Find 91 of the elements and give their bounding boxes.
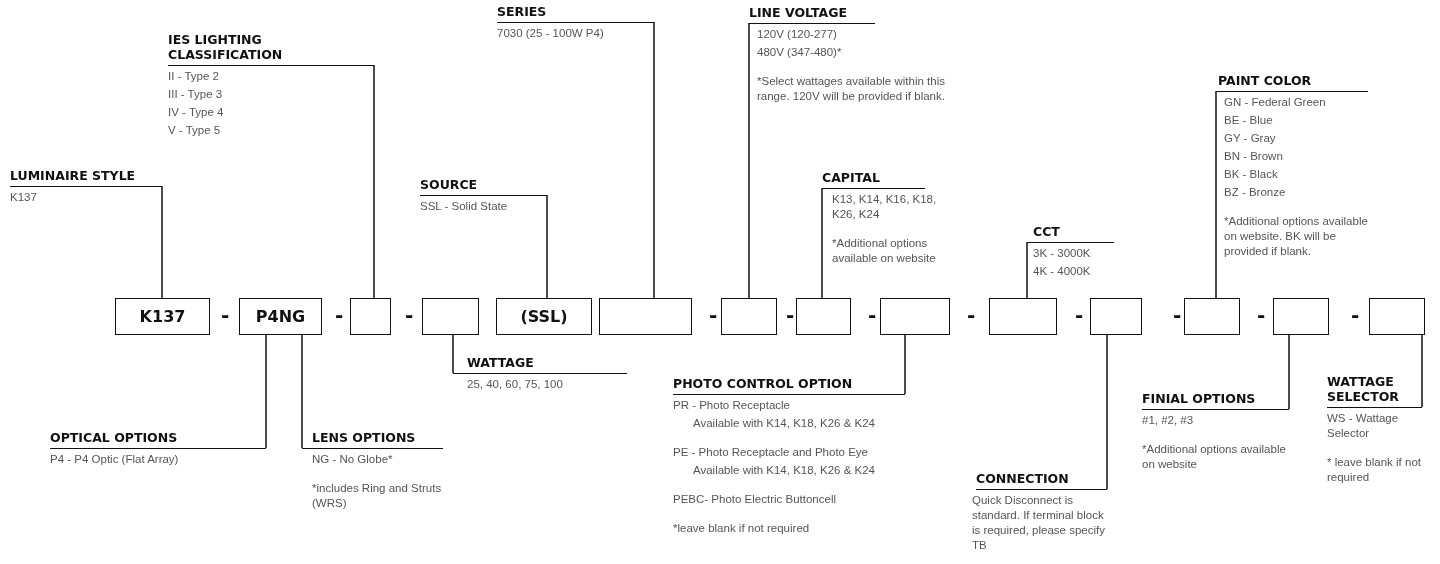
callout-heading: PHOTO CONTROL OPTION bbox=[673, 376, 905, 395]
empty-code-box bbox=[989, 298, 1057, 335]
callout-heading: LUMINAIRE STYLE bbox=[10, 168, 162, 187]
option-text: P4 - P4 Optic (Flat Array) bbox=[50, 452, 180, 467]
callout-heading: FINIAL OPTIONS bbox=[1142, 391, 1289, 410]
callout-heading: WATTAGE SELECTOR bbox=[1327, 374, 1422, 408]
separator-dash: - bbox=[868, 303, 877, 327]
callout-heading: OPTICAL OPTIONS bbox=[50, 430, 266, 449]
leader-line bbox=[1421, 334, 1423, 408]
code-box: K137 bbox=[115, 298, 210, 335]
leader-line bbox=[1288, 334, 1290, 410]
callout-heading: LINE VOLTAGE bbox=[749, 5, 875, 24]
leader-line bbox=[161, 185, 163, 299]
leader-line bbox=[1026, 241, 1028, 299]
option-text: *Additional options available on website. BK will be provided if blank. bbox=[1223, 214, 1369, 259]
option-text: *Additional options available on website bbox=[1142, 442, 1287, 472]
option-text: WS - Wattage Selector bbox=[1327, 411, 1400, 441]
option-text: *Additional options available on website bbox=[831, 236, 937, 266]
option-text: #1, #2, #3 bbox=[1142, 413, 1195, 428]
callout-heading: PAINT COLOR bbox=[1216, 73, 1368, 92]
leader-line bbox=[265, 334, 267, 449]
empty-code-box bbox=[1184, 298, 1240, 335]
separator-dash: - bbox=[786, 303, 795, 327]
callout-heading: LENS OPTIONS bbox=[302, 430, 443, 449]
option-text: III - Type 3 bbox=[168, 87, 224, 102]
separator-dash: - bbox=[709, 303, 718, 327]
separator-dash: - bbox=[1351, 303, 1360, 327]
option-text: PEBC- Photo Electric Buttoncell bbox=[673, 492, 837, 507]
option-text: 480V (347-480)* bbox=[756, 45, 843, 60]
leader-line bbox=[1106, 334, 1108, 490]
option-text: SSL - Solid State bbox=[420, 199, 509, 214]
separator-dash: - bbox=[405, 303, 414, 327]
option-text: Available with K14, K18, K26 & K24 bbox=[692, 416, 876, 431]
option-text: 120V (120-277) bbox=[756, 27, 838, 42]
separator-dash: - bbox=[335, 303, 344, 327]
option-text: PE - Photo Receptacle and Photo Eye bbox=[673, 445, 869, 460]
callout-heading: CONNECTION bbox=[976, 471, 1107, 490]
separator-dash: - bbox=[1075, 303, 1084, 327]
separator-dash: - bbox=[1173, 303, 1182, 327]
option-text: NG - No Globe* bbox=[311, 452, 394, 467]
separator-dash: - bbox=[221, 303, 230, 327]
leader-line bbox=[821, 187, 823, 299]
option-text: II - Type 2 bbox=[168, 69, 220, 84]
separator-dash: - bbox=[967, 303, 976, 327]
leader-line bbox=[653, 21, 655, 299]
option-text: GY - Gray bbox=[1223, 131, 1277, 146]
option-text: BN - Brown bbox=[1223, 149, 1284, 164]
empty-code-box bbox=[1273, 298, 1329, 335]
option-text: *leave blank if not required bbox=[673, 521, 811, 536]
callout-heading: SOURCE bbox=[420, 177, 547, 196]
option-text: PR - Photo Receptacle bbox=[673, 398, 791, 413]
empty-code-box bbox=[880, 298, 950, 335]
option-text: BE - Blue bbox=[1223, 113, 1274, 128]
option-text: GN - Federal Green bbox=[1223, 95, 1327, 110]
callout-heading: SERIES bbox=[497, 4, 654, 23]
callout-heading: WATTAGE bbox=[453, 355, 627, 374]
empty-code-box bbox=[1369, 298, 1425, 335]
callout-heading: CAPITAL bbox=[822, 170, 925, 189]
code-box: P4NG bbox=[239, 298, 322, 335]
callout-heading: CCT bbox=[1027, 224, 1114, 243]
separator-dash: - bbox=[1257, 303, 1266, 327]
option-text: 3K - 3000K bbox=[1032, 246, 1092, 261]
empty-code-box bbox=[1090, 298, 1142, 335]
option-text: BZ - Bronze bbox=[1223, 185, 1287, 200]
empty-code-box bbox=[599, 298, 692, 335]
option-text: * leave blank if not required bbox=[1327, 455, 1422, 485]
option-text: K13, K14, K16, K18, K26, K24 bbox=[831, 192, 938, 222]
option-text: IV - Type 4 bbox=[168, 105, 225, 120]
leader-line bbox=[452, 334, 454, 374]
option-text: K137 bbox=[10, 190, 38, 205]
callout-heading: IES LIGHTING CLASSIFICATION bbox=[168, 32, 374, 66]
option-text: Available with K14, K18, K26 & K24 bbox=[692, 463, 876, 478]
leader-line bbox=[301, 334, 303, 449]
leader-line bbox=[748, 22, 750, 299]
option-text: V - Type 5 bbox=[168, 123, 222, 138]
leader-line bbox=[1215, 90, 1217, 299]
code-box: (SSL) bbox=[496, 298, 592, 335]
option-text: BK - Black bbox=[1223, 167, 1279, 182]
leader-line bbox=[904, 334, 906, 395]
option-text: *includes Ring and Struts (WRS) bbox=[311, 481, 443, 511]
empty-code-box bbox=[721, 298, 777, 335]
leader-line bbox=[546, 194, 548, 299]
empty-code-box bbox=[350, 298, 391, 335]
empty-code-box bbox=[796, 298, 851, 335]
option-text: *Select wattages available within this range. 120V will be provided if blank. bbox=[756, 74, 946, 104]
option-text: 4K - 4000K bbox=[1032, 264, 1092, 279]
option-text: 25, 40, 60, 75, 100 bbox=[466, 377, 564, 392]
empty-code-box bbox=[422, 298, 479, 335]
option-text: 7030 (25 - 100W P4) bbox=[497, 26, 605, 41]
option-text: Quick Disconnect is standard. If terminal block is required, please specify TB bbox=[972, 493, 1106, 553]
leader-line bbox=[373, 64, 375, 299]
